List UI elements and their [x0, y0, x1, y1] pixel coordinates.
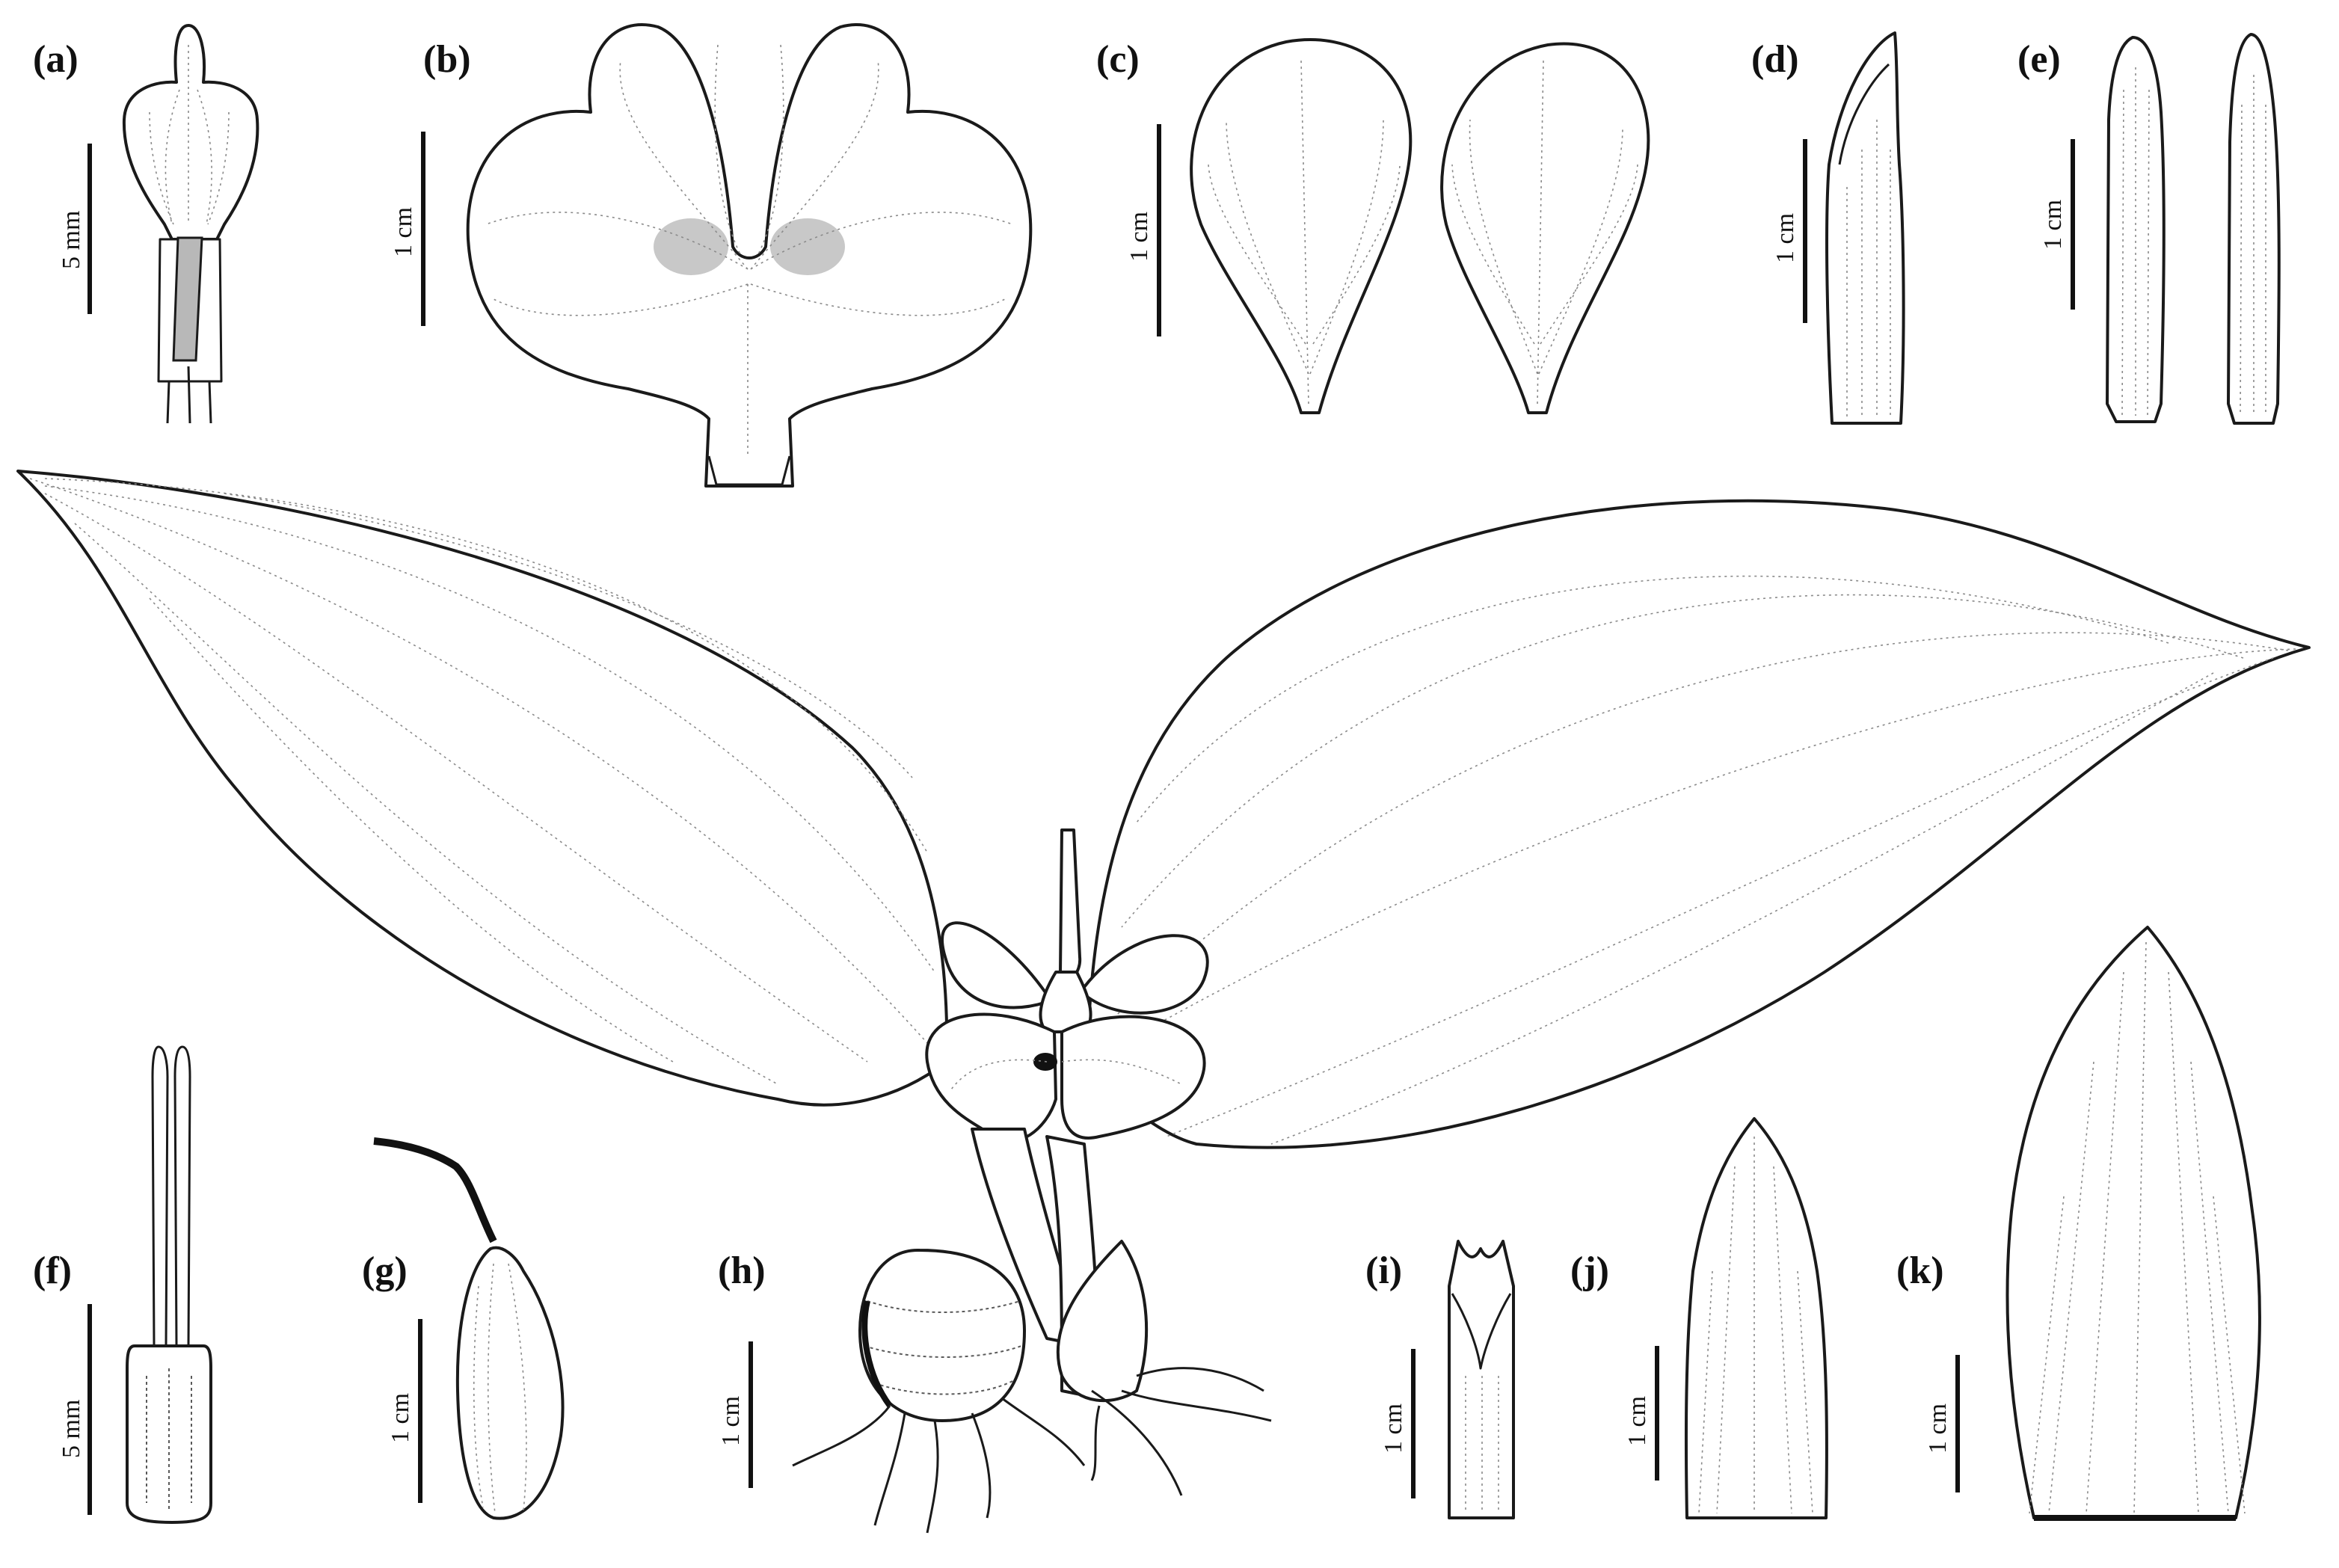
flower-upper-left-petal [941, 921, 1048, 1009]
panel-b-label: (b) [423, 38, 471, 81]
labellum-a [122, 24, 259, 241]
panel-j-label: (j) [1570, 1249, 1609, 1292]
panel-g-scale-label: 1 cm [387, 1393, 414, 1443]
panel-e-scale-label: 1 cm [2039, 200, 2067, 250]
panel-d-scale-label: 1 cm [1771, 213, 1799, 263]
panel-b-scale-label: 1 cm [390, 207, 417, 257]
capsule-g [455, 1246, 565, 1520]
panel-e: (e) 1 cm [2017, 33, 2281, 425]
lip-b-spot-left [654, 218, 728, 275]
panel-h: (h) 1 cm [717, 1128, 1272, 1534]
style-left [151, 1045, 169, 1347]
bract-k [2005, 926, 2261, 1519]
panel-j: (j) 1 cm [1570, 1117, 1828, 1519]
flower-lip-right [1060, 1015, 1206, 1140]
panel-k-label: (k) [1896, 1249, 1944, 1292]
bract-spike [1059, 828, 1082, 980]
bract-j [1684, 1117, 1828, 1519]
capsule-stalk [373, 1137, 497, 1243]
panel-f: (f) 5 mm [33, 1045, 212, 1524]
panel-i-label: (i) [1365, 1249, 1402, 1292]
petal-c-right [1440, 42, 1650, 414]
leaf-left [16, 470, 949, 1107]
panel-g-label: (g) [362, 1249, 408, 1292]
panel-h-label: (h) [718, 1249, 766, 1292]
panel-c-label: (c) [1096, 38, 1140, 81]
panel-c: (c) 1 cm [1096, 38, 1650, 414]
panel-f-scale-label: 5 mm [58, 1400, 85, 1458]
style-right [173, 1045, 191, 1347]
panel-h-scale-label: 1 cm [717, 1396, 745, 1446]
panel-c-scale-label: 1 cm [1125, 212, 1153, 262]
habit-flower [925, 828, 1209, 1143]
sheath-bud [1056, 1240, 1149, 1403]
lip-b-spot-right [770, 218, 845, 275]
panel-d-label: (d) [1751, 38, 1799, 81]
panel-a-label: (a) [33, 38, 79, 81]
panel-j-scale-label: 1 cm [1623, 1396, 1651, 1446]
panel-k-scale-label: 1 cm [1924, 1403, 1952, 1454]
panel-i: (i) 1 cm [1365, 1240, 1515, 1519]
petal-d [1825, 31, 1905, 425]
panel-b: (b) 1 cm [390, 23, 1033, 488]
panel-d: (d) 1 cm [1751, 31, 1905, 425]
panel-f-label: (f) [33, 1249, 72, 1292]
flower-lip-left [925, 1012, 1057, 1143]
flower-upper-right-petal [1083, 934, 1209, 1015]
habit-leaves [16, 470, 2311, 1149]
panel-i-scale-label: 1 cm [1380, 1403, 1407, 1454]
panel-a: (a) 5 mm [33, 24, 259, 424]
bract-i [1448, 1240, 1515, 1519]
lip-b [466, 23, 1033, 488]
petal-c-left [1190, 38, 1413, 414]
tuber [858, 1248, 1026, 1422]
roots [792, 1367, 1272, 1534]
panel-k: (k) 1 cm [1896, 926, 2261, 1521]
panel-g: (g) 1 cm [362, 1137, 565, 1520]
panel-e-label: (e) [2017, 38, 2061, 81]
panel-a-scale-label: 5 mm [58, 211, 85, 269]
